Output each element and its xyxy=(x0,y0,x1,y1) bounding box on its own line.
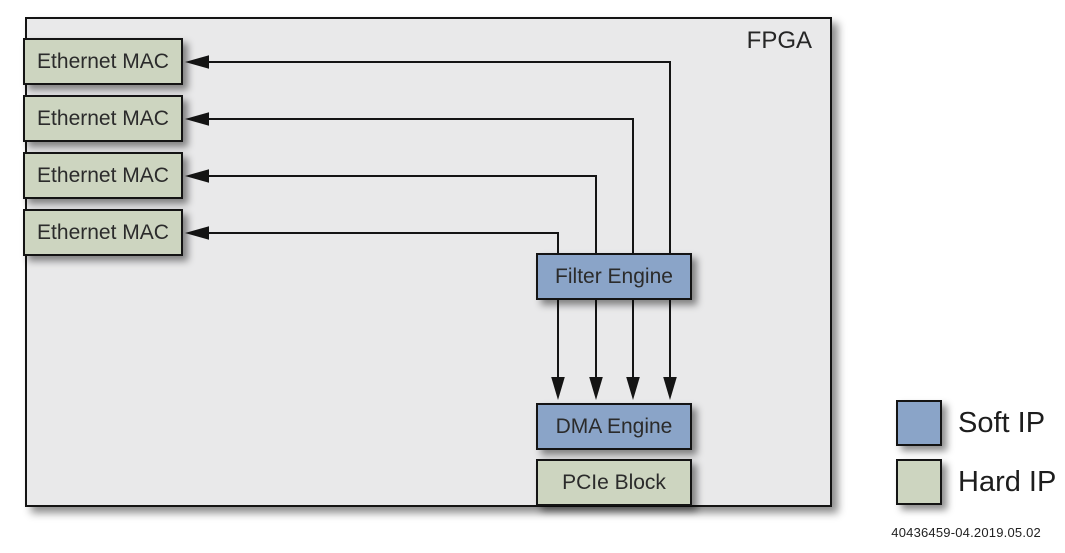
ethernet-mac-box-1: Ethernet MAC xyxy=(23,38,183,85)
arrow-mac3-dma xyxy=(185,169,603,400)
pcie-block-label: PCIe Block xyxy=(562,470,666,494)
arrowhead-left-icon xyxy=(185,169,209,183)
ethernet-mac-label: Ethernet MAC xyxy=(37,220,169,244)
ethernet-mac-box-3: Ethernet MAC xyxy=(23,152,183,199)
dma-engine-box: DMA Engine xyxy=(536,403,692,450)
legend-item-hard-ip: Hard IP xyxy=(896,459,1056,505)
ethernet-mac-label: Ethernet MAC xyxy=(37,163,169,187)
ethernet-mac-box-2: Ethernet MAC xyxy=(23,95,183,142)
ethernet-mac-label: Ethernet MAC xyxy=(37,49,169,73)
document-number: 40436459-04.2019.05.02 xyxy=(891,525,1041,540)
arrowhead-down-icon xyxy=(663,377,677,400)
dma-engine-label: DMA Engine xyxy=(555,414,673,438)
legend-item-soft-ip: Soft IP xyxy=(896,400,1056,446)
hard-ip-label: Hard IP xyxy=(958,465,1057,498)
arrow-mac4-dma xyxy=(185,226,565,400)
fpga-label: FPGA xyxy=(746,27,812,54)
arrow-mac1-dma xyxy=(185,55,677,400)
pcie-block-box: PCIe Block xyxy=(536,459,692,506)
filter-engine-box: Filter Engine xyxy=(536,253,692,300)
arrowhead-down-icon xyxy=(551,377,565,400)
soft-ip-swatch xyxy=(896,400,942,446)
soft-ip-label: Soft IP xyxy=(958,406,1046,439)
arrowhead-left-icon xyxy=(185,55,209,69)
arrowhead-down-icon xyxy=(626,377,640,400)
ethernet-mac-box-4: Ethernet MAC xyxy=(23,209,183,256)
arrowhead-left-icon xyxy=(185,226,209,240)
legend: Soft IP Hard IP xyxy=(896,400,1056,518)
arrowhead-down-icon xyxy=(589,377,603,400)
arrowhead-left-icon xyxy=(185,112,209,126)
hard-ip-swatch xyxy=(896,459,942,505)
filter-engine-label: Filter Engine xyxy=(555,264,673,288)
ethernet-mac-label: Ethernet MAC xyxy=(37,106,169,130)
